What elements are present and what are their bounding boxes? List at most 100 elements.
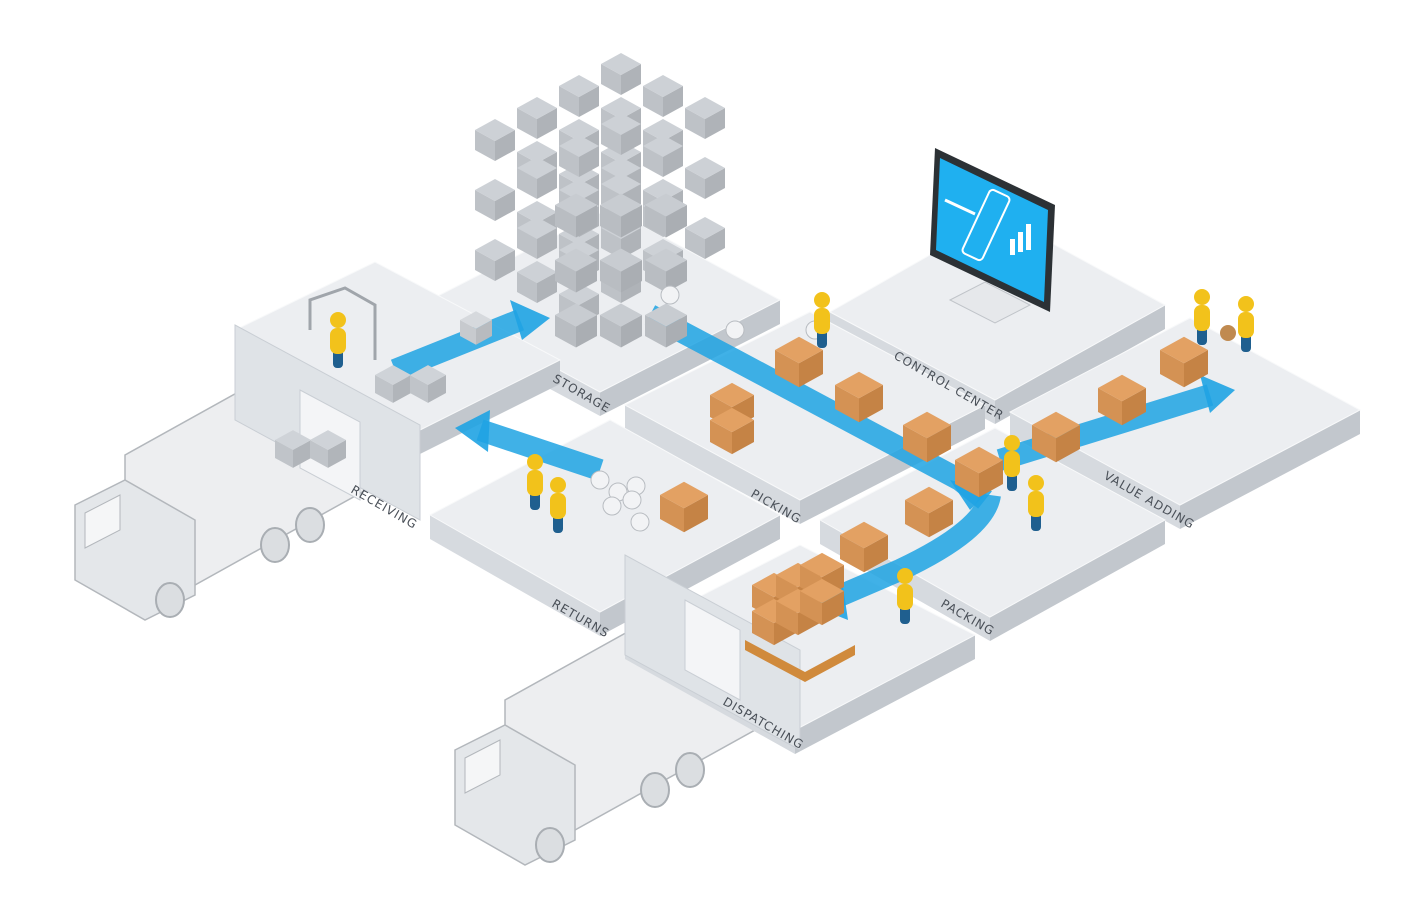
cube-right (428, 375, 446, 403)
cube-right (621, 205, 642, 238)
cube-left (775, 350, 799, 388)
flow-picking-to-dispatch (825, 492, 1001, 611)
storage-rack-bin (685, 157, 725, 199)
storage-rack-bin (555, 303, 597, 348)
warehouse-worker (1238, 296, 1254, 352)
cube-top (685, 157, 725, 179)
cube-left (600, 205, 621, 238)
storage-rack-bin (685, 217, 725, 259)
cube-right (864, 535, 888, 573)
worker-body (1194, 305, 1210, 331)
cube-top (643, 119, 683, 141)
worker-head (897, 568, 913, 584)
cube-left (645, 205, 666, 238)
cube-right (822, 591, 844, 626)
storage-rack-bin (517, 97, 557, 139)
cube-top (555, 193, 597, 217)
flow-returns-to-receiving (476, 419, 604, 481)
cube-right (927, 425, 951, 463)
cube-right (328, 440, 346, 468)
cube-right (663, 146, 683, 177)
carton-box (955, 446, 1003, 498)
cube-left (475, 190, 495, 221)
dispatching-door (684, 599, 741, 701)
cube-left (645, 260, 666, 293)
cube-top (645, 248, 687, 272)
cube-right (1184, 350, 1208, 388)
cube-left (555, 205, 576, 238)
returned-item-ball (622, 490, 642, 510)
cube-left (643, 146, 663, 177)
cube-left (517, 228, 537, 259)
cube-right (705, 228, 725, 259)
storage-rack-bin (600, 248, 642, 293)
truck-wheel (260, 527, 290, 563)
cube-right (495, 250, 515, 281)
worker-head (527, 454, 543, 470)
cube-top (600, 303, 642, 327)
cube-left (555, 260, 576, 293)
cube-left (600, 315, 621, 348)
cube-top (555, 248, 597, 272)
cube-top (1160, 336, 1208, 364)
cube-top (475, 179, 515, 201)
cube-right (579, 86, 599, 117)
cube-left (685, 168, 705, 199)
cube-top (645, 193, 687, 217)
cube-right (495, 190, 515, 221)
screen-data-lines (944, 198, 976, 216)
carton-box (840, 521, 888, 573)
cube-left (903, 425, 927, 463)
cube-left (310, 440, 328, 468)
cube-top (800, 578, 844, 604)
cube-top (643, 179, 683, 201)
cube-right (859, 385, 883, 423)
worker-body (897, 584, 913, 610)
cube-left (660, 495, 684, 533)
storage-rack-bin (517, 157, 557, 199)
cube-top (559, 75, 599, 97)
carton-box (1160, 336, 1208, 388)
cube-left (559, 146, 579, 177)
truck-windshield (84, 494, 121, 549)
storage-rack-bin (600, 303, 642, 348)
worker-head (1028, 475, 1044, 491)
cube-left (475, 250, 495, 281)
cube-left (710, 420, 732, 455)
cube-right (537, 168, 557, 199)
cube-top (517, 201, 557, 223)
truck-wheel (675, 752, 705, 788)
cube-right (393, 375, 411, 403)
cube-top (600, 248, 642, 272)
cube-left (1160, 350, 1184, 388)
cube-right (621, 124, 641, 155)
cube-right (663, 86, 683, 117)
cube-right (979, 460, 1003, 498)
cube-top (601, 173, 641, 195)
cube-top (685, 217, 725, 239)
cube-top (559, 135, 599, 157)
cube-left (517, 168, 537, 199)
cube-top (601, 97, 641, 119)
cube-left (275, 440, 293, 468)
cube-right (576, 205, 597, 238)
worker-body (330, 328, 346, 354)
worker-body (1238, 312, 1254, 338)
cube-left (776, 601, 798, 636)
cube-top (835, 371, 883, 399)
storage-rack-bin (555, 193, 597, 238)
cube-left (800, 591, 822, 626)
cube-top (517, 141, 557, 163)
cube-left (517, 272, 537, 303)
storage-rack-bin (601, 53, 641, 95)
warehouse-worker (550, 477, 566, 533)
cube-top (517, 97, 557, 119)
worker-head (1238, 296, 1254, 312)
cube-left (375, 375, 393, 403)
cube-right (705, 168, 725, 199)
cube-top (903, 411, 951, 439)
storage-rack-bin (645, 193, 687, 238)
cube-top (775, 336, 823, 364)
stacked-carton (710, 407, 754, 455)
cube-left (643, 86, 663, 117)
